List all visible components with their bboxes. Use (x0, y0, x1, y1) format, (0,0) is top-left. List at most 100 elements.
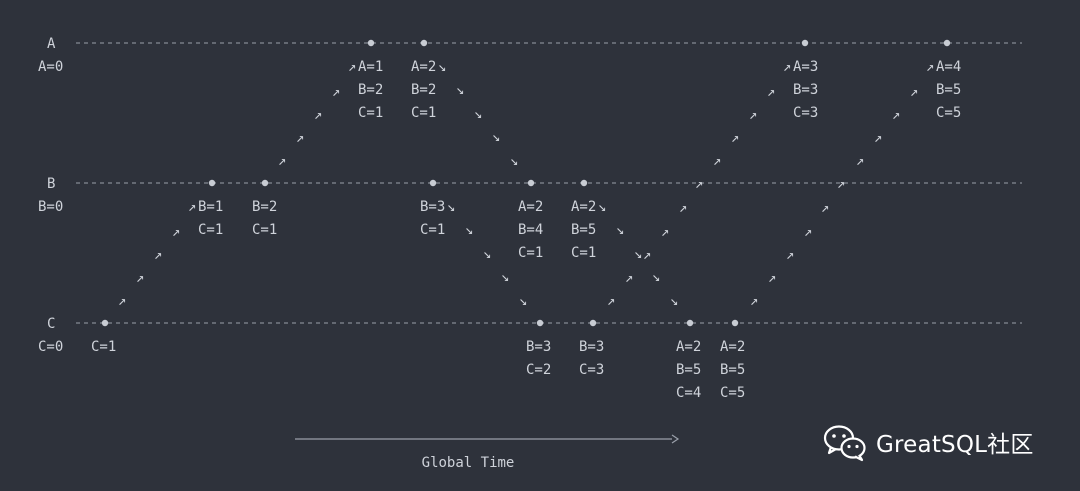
event-label: B=2 (411, 82, 436, 98)
event-label: B=2 (252, 199, 277, 215)
message-arrow: ↘ (483, 246, 491, 262)
event-dot (261, 179, 269, 187)
event-dot (536, 319, 544, 327)
arrow-in-glyph: ↗ (348, 59, 356, 75)
timeline-c-label: C (47, 316, 55, 332)
message-arrow: ↘ (501, 269, 509, 285)
event-label: B=5 (676, 362, 701, 378)
event-label: A=2 (411, 59, 436, 75)
message-arrow: ↗ (607, 293, 615, 309)
timeline-c-initial: C=0 (38, 339, 63, 355)
event-label: B=3 (793, 82, 818, 98)
event-label: A=2 (518, 199, 543, 215)
timeline-a-label: A (47, 36, 56, 52)
message-arrow: ↗ (804, 224, 812, 240)
message-arrow: ↘ (519, 293, 527, 309)
message-arrow: ↗ (118, 293, 126, 309)
message-arrow: ↗ (856, 153, 864, 169)
message-arrows: ↗ ↗ ↗ ↗ ↗ ↗ ↗ ↗ ↘ ↘ ↘ ↘ ↘ ↘ ↘ ↘ ↗ ↗ ↗ ↗ … (118, 82, 918, 309)
event-dot (686, 319, 694, 327)
event-label: B=3 (420, 199, 445, 215)
message-arrow: ↗ (750, 293, 758, 309)
event-dot (527, 179, 535, 187)
event-label: A=1 (358, 59, 383, 75)
event-label: A=4 (936, 59, 961, 75)
event-label: B=5 (571, 222, 596, 238)
event-label: B=5 (720, 362, 745, 378)
message-arrow: ↗ (910, 84, 918, 100)
arrow-in-glyph: ↗ (783, 59, 791, 75)
global-time-axis: Global Time (295, 434, 680, 471)
message-arrow: ↗ (892, 107, 900, 123)
message-arrow: ↗ (837, 176, 845, 192)
event-label: A=2 (571, 199, 596, 215)
event-label: C=1 (518, 245, 543, 261)
event-label: C=1 (411, 105, 436, 121)
message-arrow: ↘ (465, 222, 473, 238)
event-label: B=5 (936, 82, 961, 98)
message-arrow: ↘ (652, 269, 660, 285)
event-label: C=1 (252, 222, 277, 238)
event-label: C=1 (198, 222, 223, 238)
message-arrow: ↗ (749, 107, 757, 123)
event-label: C=5 (720, 385, 745, 401)
message-arrow: ↗ (874, 130, 882, 146)
event-label: C=2 (526, 362, 551, 378)
event-dot (731, 319, 739, 327)
message-arrow: ↗ (643, 247, 651, 263)
event-label: C=1 (420, 222, 445, 238)
event-label: C=1 (358, 105, 383, 121)
message-arrow: ↗ (768, 270, 776, 286)
message-arrow: ↗ (154, 247, 162, 263)
message-arrow: ↗ (786, 247, 794, 263)
message-arrow: ↗ (821, 200, 829, 216)
event-dot (580, 179, 588, 187)
message-arrow: ↗ (625, 270, 633, 286)
message-arrow: ↘ (670, 293, 678, 309)
message-arrow: ↘ (492, 129, 500, 145)
event-label: C=4 (676, 385, 701, 401)
timeline-a-initial: A=0 (38, 59, 63, 75)
arrow-in-glyph: ↗ (188, 199, 196, 215)
event-label: B=1 (198, 199, 223, 215)
event-labels: C=1 B=1 ↗ C=1 B=2 C=1 ↗ A=1 B=2 C=1 A=2 … (91, 59, 961, 401)
event-label: C=5 (936, 105, 961, 121)
timeline-c: C C=0 (38, 316, 1022, 355)
timeline-a: A A=0 (38, 36, 1022, 75)
message-arrow: ↘ (474, 106, 482, 122)
arrow-out-glyph: ↘ (438, 59, 446, 75)
event-label: B=4 (518, 222, 543, 238)
event-dot (101, 319, 109, 327)
event-label: C=1 (571, 245, 596, 261)
message-arrow: ↘ (616, 222, 624, 238)
message-arrow: ↘ (456, 82, 464, 98)
arrow-in-glyph: ↗ (926, 59, 934, 75)
arrow-out-glyph: ↘ (447, 199, 455, 215)
event-dots (101, 39, 951, 327)
arrowhead-icon (671, 434, 680, 444)
message-arrow: ↗ (332, 84, 340, 100)
event-label: C=3 (579, 362, 604, 378)
event-label: C=3 (793, 105, 818, 121)
message-arrow: ↗ (661, 224, 669, 240)
message-arrow: ↗ (172, 224, 180, 240)
message-arrow: ↗ (136, 270, 144, 286)
event-label: B=3 (526, 339, 551, 355)
timeline-b-label: B (47, 176, 55, 192)
message-arrow: ↗ (679, 200, 687, 216)
event-dot (801, 39, 809, 47)
event-dot (420, 39, 428, 47)
message-arrow: ↗ (731, 130, 739, 146)
message-arrow: ↗ (296, 130, 304, 146)
message-arrow: ↗ (314, 107, 322, 123)
event-label: B=3 (579, 339, 604, 355)
watermark: GreatSQL社区 (822, 420, 1034, 464)
event-label: A=3 (793, 59, 818, 75)
message-arrow: ↗ (695, 176, 703, 192)
timeline-b: B B=0 (38, 176, 1022, 215)
message-arrow: ↗ (278, 153, 286, 169)
message-arrow: ↗ (713, 153, 721, 169)
event-dot (208, 179, 216, 187)
event-dot (943, 39, 951, 47)
